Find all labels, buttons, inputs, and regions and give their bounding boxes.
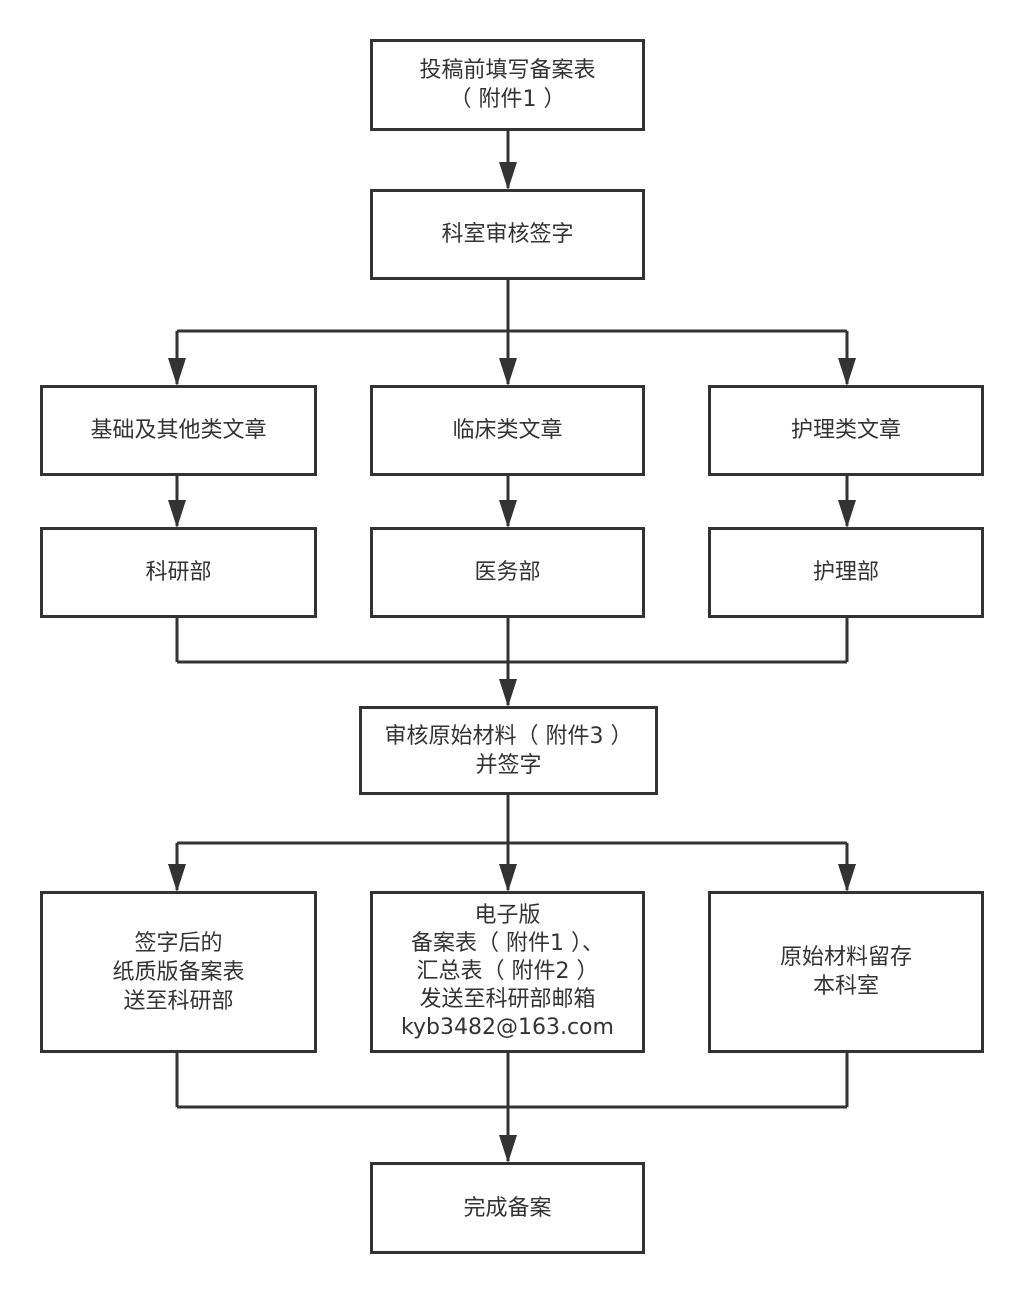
node-electronic-form: 电子版 备案表（ 附件1 ）、 汇总表（ 附件2 ） 发送至科研部邮箱 kyb3… (370, 891, 645, 1053)
arrowhead (499, 864, 517, 892)
node-review-materials: 审核原始材料（ 附件3 ） 并签字 (359, 706, 658, 795)
arrowhead (168, 358, 186, 386)
node-text: 纸质版备案表 (112, 959, 245, 985)
node-text: 临床类文章 (452, 418, 563, 443)
node-text: 投稿前填写备案表 (419, 58, 596, 83)
node-complete: 完成备案 (370, 1162, 645, 1254)
node-paper-form: 签字后的 纸质版备案表 送至科研部 (40, 891, 317, 1053)
node-text: 并签字 (475, 752, 542, 778)
node-text: 本科室 (812, 974, 879, 999)
node-text: 护理类文章 (790, 418, 901, 443)
node-research-dept: 科研部 (40, 527, 317, 618)
node-text: 发送至科研部邮箱 (419, 987, 596, 1012)
node-nursing-dept: 护理部 (708, 527, 984, 618)
node-text: 签字后的 (134, 930, 223, 956)
arrowhead (168, 500, 186, 528)
node-text: （ 附件1 ） (449, 87, 566, 112)
node-text: 医务部 (474, 560, 541, 585)
arrowhead (838, 864, 856, 892)
node-text: 护理部 (812, 560, 879, 585)
arrowhead (499, 500, 517, 528)
arrowhead (838, 500, 856, 528)
node-text: 电子版 (474, 903, 541, 928)
arrowhead (838, 358, 856, 386)
node-basic-articles: 基础及其他类文章 (40, 385, 317, 476)
node-text: 送至科研部 (123, 988, 234, 1014)
node-submit-form: 投稿前填写备案表 （ 附件1 ） (370, 39, 645, 131)
node-text: 审核原始材料（ 附件3 ） (384, 723, 633, 749)
node-keep-materials: 原始材料留存 本科室 (708, 891, 984, 1053)
arrowhead (499, 162, 517, 190)
node-text: 完成备案 (463, 1195, 552, 1221)
arrowhead (499, 358, 517, 386)
node-text: 汇总表（ 附件2 ） (416, 959, 599, 984)
email-address: kyb3482@163.com (401, 1015, 614, 1040)
arrowhead (499, 1135, 517, 1163)
node-clinical-articles: 临床类文章 (370, 385, 645, 476)
arrowhead (168, 864, 186, 892)
node-text: 原始材料留存 (779, 945, 912, 970)
node-medical-affairs: 医务部 (370, 527, 645, 618)
node-text: 基础及其他类文章 (90, 418, 267, 443)
node-nursing-articles: 护理类文章 (708, 385, 984, 476)
node-text: 科研部 (145, 560, 212, 585)
node-text: 备案表（ 附件1 ）、 (411, 931, 604, 956)
node-dept-review: 科室审核签字 (370, 189, 645, 280)
arrowhead (499, 679, 517, 707)
node-text: 科室审核签字 (441, 222, 574, 247)
